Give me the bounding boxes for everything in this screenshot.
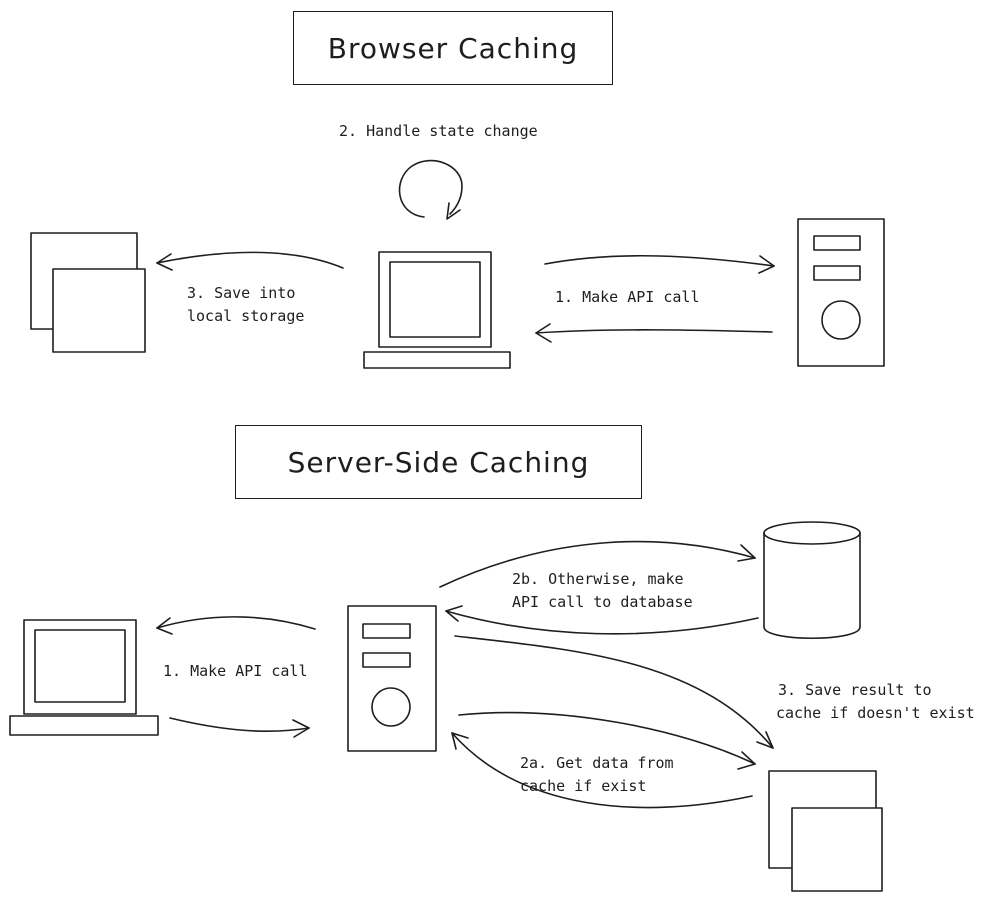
save-storage-label-line2: local storage [187,307,305,325]
browser-caching-title: Browser Caching [327,31,579,65]
db-request-arrow [439,540,756,588]
save-storage-label-line1: 3. Save into [187,284,296,302]
state-loop-arrow [398,159,463,220]
server-api-call-label: 1. Make API call [163,662,308,680]
get-cache-arrow [458,711,756,770]
cache-pages-icon [768,770,883,892]
save-cache-arrow [454,635,774,749]
save-cache-label-line2: cache if doesn't exist [776,704,975,722]
storage-pages-icon [30,232,146,353]
server-caching-title-box: Server-Side Caching [235,425,642,499]
server-tower-icon [797,218,885,367]
computer-icon [363,251,511,369]
api-request-arrow [544,254,775,274]
db-response-arrow [445,605,759,635]
computer-icon [9,619,159,736]
browser-caching-title-box: Browser Caching [293,11,613,85]
request-arrow [169,717,310,738]
save-storage-arrow [156,251,344,271]
db-call-label-line1: 2b. Otherwise, make [512,570,684,588]
server-tower-icon [347,605,437,752]
handle-state-label: 2. Handle state change [339,122,538,140]
database-cylinder-icon [763,521,861,640]
browser-api-call-label: 1. Make API call [555,288,700,306]
api-response-arrow [535,323,773,343]
server-caching-title: Server-Side Caching [287,445,590,479]
db-call-label-line2: API call to database [512,593,693,611]
save-cache-label-line1: 3. Save result to [778,681,932,699]
get-cache-label-line2: cache if exist [520,777,647,795]
get-cache-label-line1: 2a. Get data from [520,754,674,772]
response-arrow [156,616,316,635]
cache-return-arrow [451,732,753,809]
